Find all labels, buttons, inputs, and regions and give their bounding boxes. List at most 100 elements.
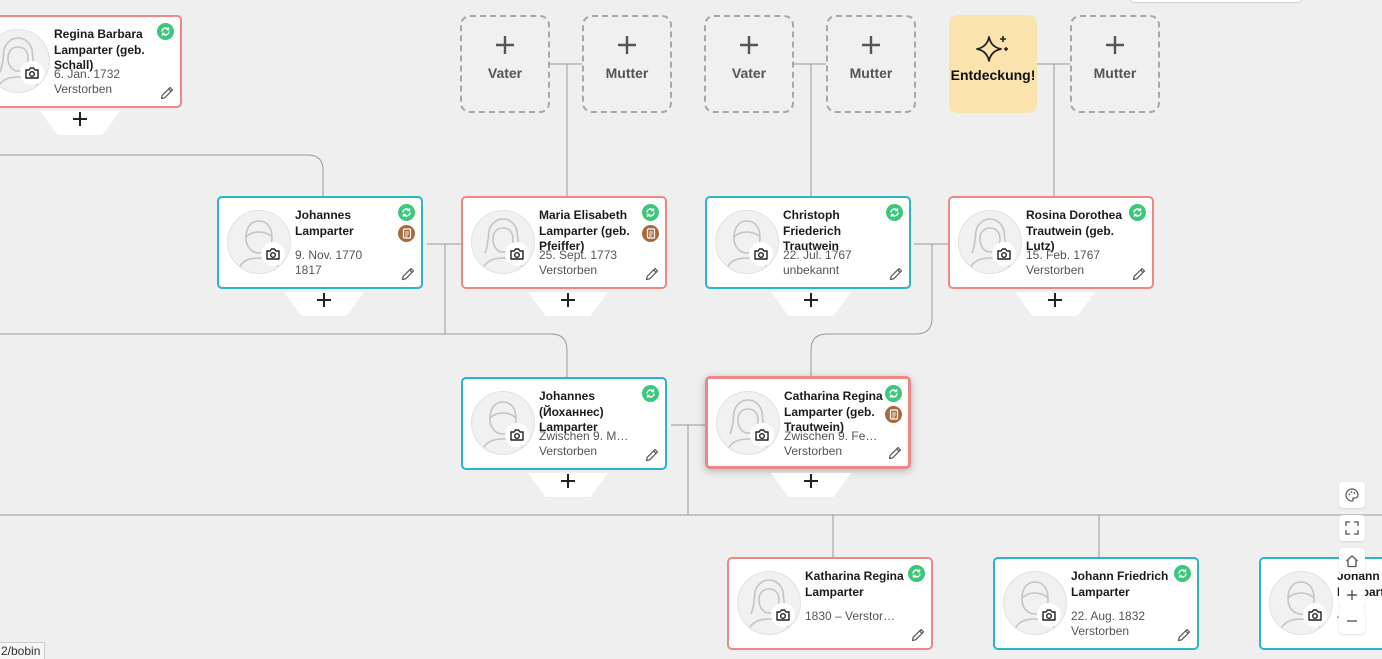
person-name[interactable]: Johannes Lamparter <box>295 208 354 238</box>
record-icon[interactable] <box>398 225 415 242</box>
placeholder-label: Vater <box>487 65 523 81</box>
zoom-in-icon[interactable] <box>1339 582 1365 608</box>
avatar[interactable] <box>1003 571 1067 635</box>
person-dates: 6. Jan. 1732 <box>54 67 121 81</box>
placeholder-label: Mutter <box>849 65 893 81</box>
person-card[interactable]: Rosina Dorothea Trautwein (geb. Lutz)15.… <box>948 196 1154 289</box>
edit-pencil-icon[interactable] <box>400 266 416 282</box>
camera-icon[interactable] <box>505 423 529 447</box>
plus-icon <box>584 35 670 60</box>
add-father-placeholder[interactable]: Vater <box>704 15 794 113</box>
sync-icon[interactable] <box>885 385 902 402</box>
sync-icon[interactable] <box>1129 204 1146 221</box>
plus-icon <box>462 35 548 60</box>
add-mother-placeholder[interactable]: Mutter <box>826 15 916 113</box>
person-status: Verstorben <box>1071 624 1130 638</box>
person-dates: 15. Feb. 1767 <box>1026 248 1101 262</box>
camera-icon[interactable] <box>1037 603 1061 627</box>
camera-icon[interactable] <box>505 242 529 266</box>
person-card[interactable]: Maria Elisabeth Lamparter (geb. Pfeiffer… <box>461 196 667 289</box>
add-mother-placeholder[interactable]: Mutter <box>1070 15 1160 113</box>
person-dates: Zwischen 9. Feb. 1797 <box>784 429 880 443</box>
person-dates: 22. Aug. 1832 <box>1071 609 1146 623</box>
person-dates: Zwischen 9. Mai 1799 <box>539 429 635 443</box>
avatar[interactable] <box>715 210 779 274</box>
zoom-out-icon[interactable] <box>1339 608 1365 634</box>
person-name[interactable]: Rosina Dorothea Trautwein (geb. Lutz) <box>1026 208 1123 253</box>
avatar[interactable] <box>471 210 535 274</box>
person-name[interactable]: Catharina Regina Lamparter (geb. Trautwe… <box>784 389 883 434</box>
person-dates: 1830 – Verstorben <box>805 609 901 623</box>
person-name[interactable]: Maria Elisabeth Lamparter (geb. Pfeiffer… <box>539 208 630 253</box>
plus-icon <box>317 293 331 307</box>
person-card[interactable]: Katharina Regina Lamparter 1830 – Verstor… <box>727 557 933 650</box>
plus-icon <box>804 293 818 307</box>
avatar[interactable] <box>737 571 801 635</box>
person-name[interactable]: Christoph Friederich Trautwein <box>783 208 842 253</box>
camera-icon[interactable] <box>261 242 285 266</box>
person-name[interactable]: Johannes (Йоханнес) Lamparter <box>539 389 604 434</box>
sync-icon[interactable] <box>398 204 415 221</box>
person-dates: 9. Nov. 1770 <box>295 248 363 262</box>
camera-icon[interactable] <box>1303 603 1327 627</box>
edit-pencil-icon[interactable] <box>644 266 660 282</box>
sync-icon[interactable] <box>1174 565 1191 582</box>
plus-icon <box>706 35 792 60</box>
camera-icon[interactable] <box>992 242 1016 266</box>
fullscreen-icon[interactable] <box>1339 515 1365 541</box>
add-father-placeholder[interactable]: Vater <box>460 15 550 113</box>
person-card[interactable]: Regina Barbara Lamparter (geb. Schall)6.… <box>0 15 182 108</box>
plus-icon <box>73 112 87 126</box>
home-icon[interactable] <box>1339 548 1365 574</box>
person-status: Verstorben <box>54 82 113 96</box>
edit-pencil-icon[interactable] <box>1176 627 1192 643</box>
sync-icon[interactable] <box>157 23 174 40</box>
placeholder-label: Mutter <box>1093 65 1137 81</box>
person-name[interactable]: Regina Barbara Lamparter (geb. Schall) <box>54 27 145 72</box>
edit-pencil-icon[interactable] <box>887 445 903 461</box>
camera-icon[interactable] <box>20 61 44 85</box>
avatar[interactable] <box>958 210 1022 274</box>
placeholder-label: Vater <box>731 65 767 81</box>
sync-icon[interactable] <box>908 565 925 582</box>
sync-icon[interactable] <box>642 204 659 221</box>
person-card-selected[interactable]: Catharina Regina Lamparter (geb. Trautwe… <box>705 376 911 469</box>
person-status: Verstorben <box>784 444 843 458</box>
person-status: unbekannt <box>783 263 840 277</box>
edit-pencil-icon[interactable] <box>644 447 660 463</box>
edit-pencil-icon[interactable] <box>159 85 175 101</box>
status-url: 2/bobin <box>0 642 46 659</box>
person-status: Verstorben <box>539 444 598 458</box>
sync-icon[interactable] <box>886 204 903 221</box>
avatar[interactable] <box>1269 571 1333 635</box>
sync-icon[interactable] <box>642 385 659 402</box>
add-mother-placeholder[interactable]: Mutter <box>582 15 672 113</box>
person-name[interactable]: Katharina Regina Lamparter <box>805 569 904 599</box>
plus-icon <box>561 293 575 307</box>
plus-icon <box>1072 35 1158 60</box>
plus-icon <box>804 474 818 488</box>
plus-icon <box>828 35 914 60</box>
edit-pencil-icon[interactable] <box>1131 266 1147 282</box>
discovery-card[interactable]: Entdeckung! <box>949 15 1037 113</box>
camera-icon[interactable] <box>771 603 795 627</box>
placeholder-label: Mutter <box>605 65 649 81</box>
discovery-label: Entdeckung! <box>950 67 1036 83</box>
avatar[interactable] <box>716 391 780 455</box>
avatar[interactable] <box>471 391 535 455</box>
person-name[interactable]: Johann Friedrich Lamparter <box>1071 569 1169 599</box>
palette-icon[interactable] <box>1339 482 1365 508</box>
avatar[interactable] <box>227 210 291 274</box>
camera-icon[interactable] <box>749 242 773 266</box>
plus-icon <box>561 474 575 488</box>
camera-icon[interactable] <box>750 423 774 447</box>
edit-pencil-icon[interactable] <box>888 266 904 282</box>
record-icon[interactable] <box>642 225 659 242</box>
edit-pencil-icon[interactable] <box>910 627 926 643</box>
record-icon[interactable] <box>885 406 902 423</box>
